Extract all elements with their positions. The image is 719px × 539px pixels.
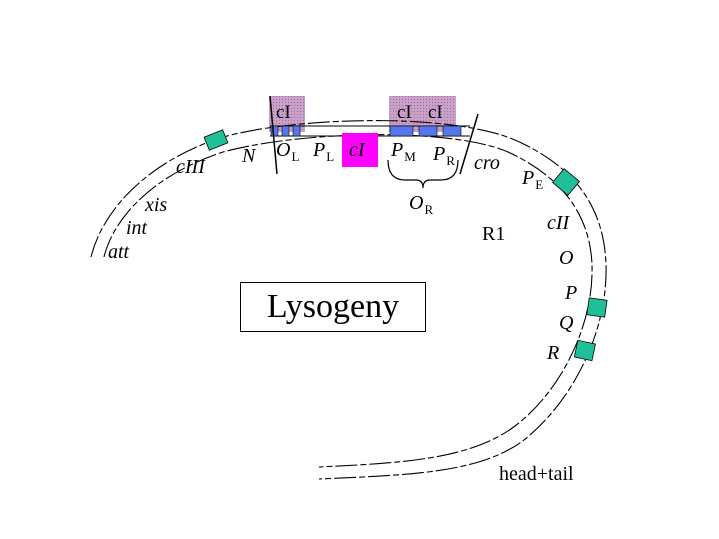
or-site-2 <box>418 125 438 137</box>
operator-ol: OL <box>276 139 300 164</box>
gene-label-xis: xis <box>145 194 168 216</box>
gene-label-ci: cI <box>349 139 365 161</box>
bound-ci-left-label: cI <box>276 102 291 123</box>
ol-site-2 <box>281 125 290 137</box>
ol-site-3 <box>292 125 301 137</box>
gene-label-ciii: cIII <box>176 156 205 178</box>
lysogeny-title-box: Lysogeny <box>240 282 426 332</box>
gene-label-int: int <box>126 217 148 239</box>
gene-label-r: R <box>547 342 560 364</box>
label-r1: R1 <box>482 223 506 245</box>
teal-marker-p <box>586 297 608 318</box>
gene-label-head-tail: head+tail <box>499 463 574 485</box>
bound-ci-right-label-2: cI <box>428 102 443 123</box>
bound-ci-right-label-1: cI <box>397 102 412 123</box>
operator-or: OR <box>409 192 434 217</box>
promoter-pr: PR <box>433 143 455 168</box>
teal-marker-r <box>573 339 596 362</box>
diagram-title: Lysogeny <box>266 288 400 325</box>
right-boundary-line <box>459 113 479 175</box>
teal-marker-ciii <box>203 129 229 151</box>
or-brace <box>387 159 459 189</box>
or-site-3 <box>442 125 462 137</box>
gene-label-n: N <box>242 145 256 167</box>
or-site-1 <box>389 125 414 137</box>
gene-label-cii: cII <box>547 212 570 234</box>
gene-label-q: Q <box>559 312 574 334</box>
teal-marker-pe <box>551 168 581 196</box>
gene-label-p: P <box>565 282 578 304</box>
ci-gene-box <box>342 133 378 167</box>
ol-site-1 <box>270 125 279 137</box>
gene-label-att: att <box>108 241 130 263</box>
gene-label-o: O <box>559 247 574 269</box>
promoter-pl: PL <box>313 139 335 164</box>
promoter-pe: PE <box>522 167 544 192</box>
promoter-pm: PM <box>391 139 416 164</box>
gene-label-cro: cro <box>474 152 500 174</box>
left-boundary-line <box>269 95 278 175</box>
